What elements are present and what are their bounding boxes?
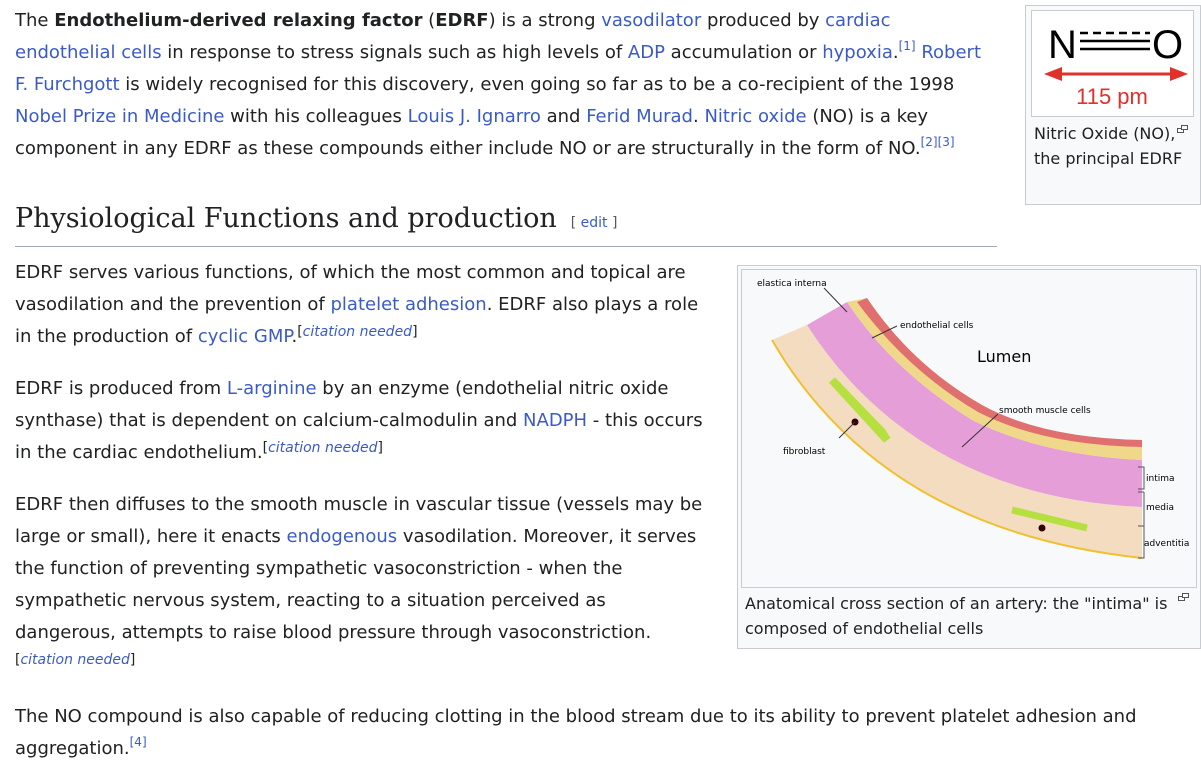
reference: [3] (938, 135, 955, 149)
citation-needed: [citation needed] (15, 652, 136, 668)
reference-link[interactable]: [1] (898, 39, 916, 53)
label-fibroblast: fibroblast (783, 447, 826, 457)
text: . (291, 326, 298, 347)
section-title: Physiological Functions and production (15, 203, 557, 234)
label-smooth-muscle-cells: smooth muscle cells (999, 406, 1091, 416)
nitric-oxide-image[interactable]: N O 115 pm (1031, 10, 1194, 117)
atom-o: O (1152, 23, 1183, 67)
figure-nitric-oxide: N O 115 pm Nitric Oxide (NO), the princi… (1025, 5, 1201, 205)
bold-term: EDRF (435, 10, 489, 31)
text: . (892, 42, 899, 63)
enlarge-icon[interactable] (1177, 125, 1188, 133)
citation-needed: [citation needed] (262, 440, 383, 456)
reference-link[interactable]: [2] (920, 135, 938, 149)
link-cyclic-gmp[interactable]: cyclic GMP (197, 326, 292, 347)
artery-diagram: elastica interna endothelial cells Lumen… (757, 279, 1189, 559)
no-molecule-diagram: N O 115 pm (1044, 23, 1188, 109)
link-hypoxia[interactable]: hypoxia (822, 42, 893, 63)
text: ( (422, 10, 436, 31)
reference: [4] (130, 735, 147, 749)
reference: [1] (899, 39, 916, 53)
atom-n: N (1048, 23, 1077, 67)
text: and (540, 106, 587, 127)
label-adventitia: adventitia (1144, 539, 1189, 549)
section-heading: Physiological Functions and production [ … (15, 196, 997, 247)
label-lumen: Lumen (977, 347, 1031, 366)
bold-term: Endothelium-derived relaxing factor (54, 10, 423, 31)
reference: [2] (921, 135, 938, 149)
citation-needed-link[interactable]: citation needed (20, 652, 130, 668)
bracket: ] (607, 215, 618, 231)
text: . EDRF also plays a role in the producti… (15, 294, 699, 347)
edit-section-link-wrap: [ edit ] (571, 215, 618, 231)
figure-artery: elastica interna endothelial cells Lumen… (737, 265, 1201, 649)
label-intima: intima (1146, 474, 1175, 484)
text: accumulation or (664, 42, 823, 63)
artery-cross-section-image[interactable]: elastica interna endothelial cells Lumen… (741, 269, 1197, 588)
enlarge-icon[interactable] (1178, 593, 1189, 601)
link-louis-j-ignarro[interactable]: Louis J. Ignarro (407, 106, 541, 127)
reference-link[interactable]: [4] (129, 735, 147, 749)
text: - this occurs in the cardiac endothelium… (15, 410, 703, 463)
bond-length-label: 115 pm (1076, 84, 1148, 109)
citation-needed-link[interactable]: citation needed (302, 324, 413, 340)
label-media: media (1146, 503, 1174, 513)
text: is widely recognised for this discovery,… (119, 74, 955, 95)
citation-needed-link[interactable]: citation needed (268, 440, 378, 456)
text: vasodilation. Moreover, it serves the fu… (15, 526, 697, 643)
bracket: [ (570, 215, 581, 231)
link-vasodilator[interactable]: vasodilator (601, 10, 702, 31)
link-endogenous[interactable]: endogenous (286, 526, 398, 547)
text: in response to stress signals such as hi… (161, 42, 628, 63)
figure-caption: Nitric Oxide (NO), the principal EDRF (1034, 124, 1183, 168)
text: The (15, 10, 55, 31)
label-elastica-interna: elastica interna (757, 279, 827, 289)
paragraph-production: EDRF is produced from L-arginine by an e… (15, 373, 710, 469)
link-ferid-murad[interactable]: Ferid Murad (586, 106, 693, 127)
link-platelet-adhesion[interactable]: platelet adhesion (330, 294, 487, 315)
label-endothelial-cells: endothelial cells (900, 321, 974, 331)
link-nadph[interactable]: NADPH (523, 410, 588, 431)
text: produced by (701, 10, 826, 31)
edit-section-link[interactable]: edit (580, 215, 608, 231)
text: with his colleagues (224, 106, 408, 127)
reference-link[interactable]: [3] (937, 135, 955, 149)
endothelial-layer (857, 298, 1142, 447)
link-l-arginine[interactable]: L-arginine (226, 378, 317, 399)
paragraph-diffusion: EDRF then diffuses to the smooth muscle … (15, 489, 710, 681)
adventitia-layer (772, 325, 1142, 558)
text: ) is a strong (488, 10, 602, 31)
figure-caption: Anatomical cross section of an artery: t… (745, 594, 1168, 638)
text: by an enzyme (endothelial nitric oxide s… (15, 378, 669, 431)
link-nobel-prize-in-medicine[interactable]: Nobel Prize in Medicine (15, 106, 225, 127)
text: (NO) is a key component in any EDRF as t… (15, 106, 929, 159)
link-adp[interactable]: ADP (627, 42, 665, 63)
intro-paragraph: The Endothelium-derived relaxing factor … (15, 5, 990, 165)
link-cardiac-endothelial-cells[interactable]: cardiac endothelial cells (15, 10, 891, 63)
citation-needed: [citation needed] (297, 324, 418, 340)
paragraph-clotting: The NO compound is also capable of reduc… (15, 701, 1185, 765)
media-layer (807, 302, 1142, 507)
text: . (692, 106, 705, 127)
text: EDRF then diffuses to the smooth muscle … (15, 494, 703, 547)
link-robert-f-furchgott[interactable]: Robert F. Furchgott (15, 42, 981, 95)
paragraph-functions: EDRF serves various functions, of which … (15, 257, 710, 353)
text: The NO compound is also capable of reduc… (15, 706, 1137, 759)
link-nitric-oxide[interactable]: Nitric oxide (704, 106, 807, 127)
text: EDRF serves various functions, of which … (15, 262, 686, 315)
text: EDRF is produced from (15, 378, 227, 399)
